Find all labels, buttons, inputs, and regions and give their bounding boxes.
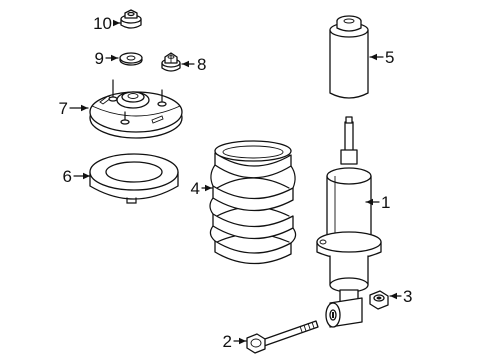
part-8-flange-nut	[161, 52, 181, 72]
svg-text:8: 8	[197, 55, 206, 74]
svg-text:1: 1	[381, 193, 390, 212]
callout-7: 7	[59, 99, 89, 118]
part-4-coil-spring	[209, 140, 297, 265]
svg-text:7: 7	[59, 99, 68, 118]
callout-6: 6	[63, 167, 91, 186]
svg-text:2: 2	[223, 332, 232, 351]
svg-text:3: 3	[403, 287, 412, 306]
callout-1: 1	[365, 193, 390, 212]
svg-text:6: 6	[63, 167, 72, 186]
svg-text:4: 4	[191, 179, 200, 198]
callout-4: 4	[191, 179, 213, 198]
callout-8: 8	[181, 55, 206, 74]
callout-5: 5	[369, 48, 394, 67]
part-9-washer	[119, 52, 143, 66]
svg-text:5: 5	[385, 48, 394, 67]
callout-3: 3	[389, 287, 412, 306]
part-3-nut	[369, 290, 389, 310]
part-10-nut	[120, 9, 142, 29]
part-2-bolt	[246, 320, 319, 354]
part-7-upper-mount	[89, 79, 183, 139]
svg-text:9: 9	[95, 49, 104, 68]
part-6-spring-insulator	[89, 153, 179, 204]
svg-text:10: 10	[93, 14, 112, 33]
callout-2: 2	[223, 332, 247, 351]
callout-9: 9	[95, 49, 119, 68]
callout-10: 10	[93, 14, 121, 33]
part-1-shock-absorber	[316, 116, 382, 328]
part-5-dust-boot	[329, 15, 369, 99]
